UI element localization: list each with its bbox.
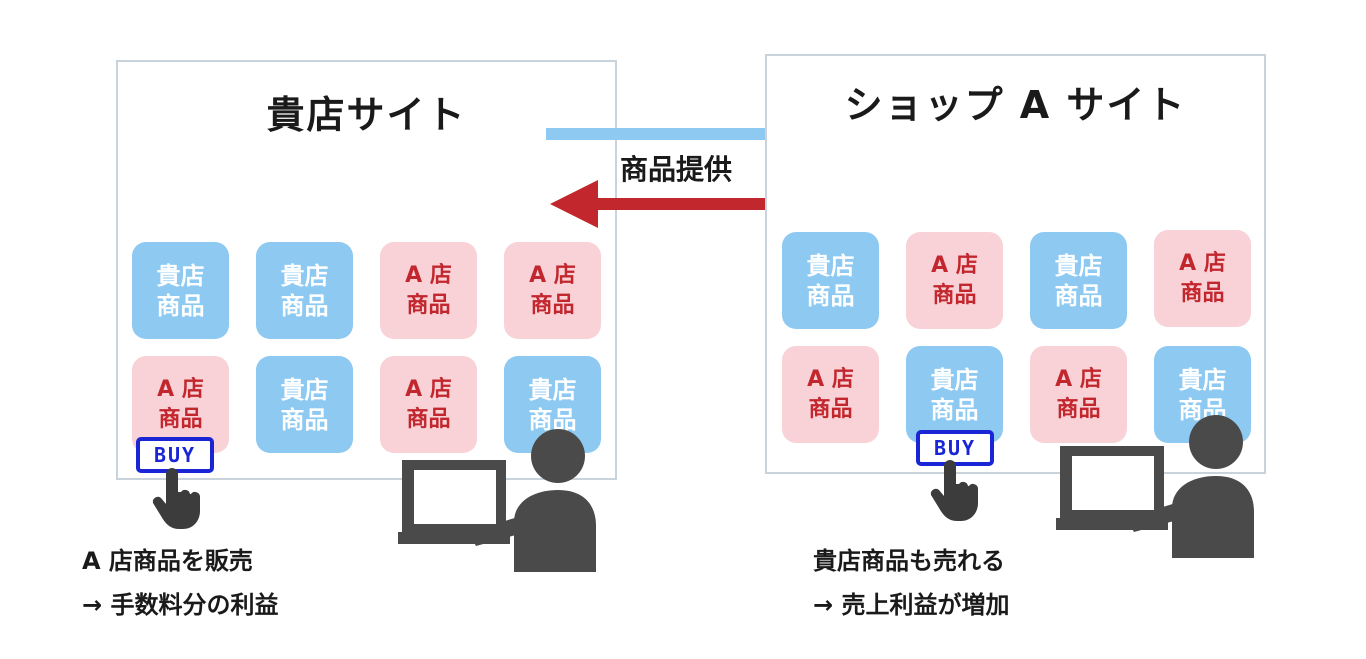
right-buy-button[interactable]: BUY <box>916 430 994 466</box>
tile-line1: A 店 <box>931 252 978 278</box>
tile-line1: A 店 <box>157 376 204 402</box>
tile-line1: 貴店 <box>280 261 329 290</box>
right-tile-7: A 店商品 <box>1030 346 1127 443</box>
tile-line1: 貴店 <box>930 365 979 394</box>
tile-line1: 貴店 <box>806 251 855 280</box>
left-caption-line2: → 手数料分の利益 <box>82 591 279 619</box>
right-tile-5: A 店商品 <box>782 346 879 443</box>
tile-line2: 商品 <box>280 405 329 434</box>
tile-line1: A 店 <box>1179 250 1226 276</box>
tile-line2: 商品 <box>1180 280 1225 306</box>
tile-line1: 貴店 <box>1178 365 1227 394</box>
tile-line1: A 店 <box>405 262 452 288</box>
right-caption-line1: 貴店商品も売れる <box>813 547 1005 575</box>
tile-line1: A 店 <box>529 262 576 288</box>
tile-line1: A 店 <box>807 366 854 392</box>
left-tile-6: 貴店商品 <box>256 356 353 453</box>
right-tile-6: 貴店商品 <box>906 346 1003 443</box>
tile-line2: 商品 <box>528 405 577 434</box>
tile-line2: 商品 <box>406 406 451 432</box>
tile-line2: 商品 <box>1054 281 1103 310</box>
tile-line1: 貴店 <box>528 375 577 404</box>
left-tile-2: 貴店商品 <box>256 242 353 339</box>
tile-line2: 商品 <box>530 292 575 318</box>
tile-line2: 商品 <box>806 281 855 310</box>
right-tile-4: A 店商品 <box>1154 230 1251 327</box>
left-caption-line1: A 店商品を販売 <box>82 547 253 575</box>
tile-line2: 商品 <box>406 292 451 318</box>
tile-line2: 商品 <box>930 395 979 424</box>
pointing-hand-icon <box>152 468 200 529</box>
right-site-title: ショップ A サイト <box>844 83 1187 127</box>
tile-line2: 商品 <box>156 291 205 320</box>
left-tile-3: A 店商品 <box>380 242 477 339</box>
left-tile-4: A 店商品 <box>504 242 601 339</box>
tile-line1: A 店 <box>405 376 452 402</box>
flow-label: 商品提供 <box>620 153 733 186</box>
right-caption-line2: → 売上利益が増加 <box>813 591 1010 619</box>
tile-line2: 商品 <box>932 282 977 308</box>
tile-line1: 貴店 <box>280 375 329 404</box>
tile-line2: 商品 <box>280 291 329 320</box>
left-tile-7: A 店商品 <box>380 356 477 453</box>
tile-line1: 貴店 <box>156 261 205 290</box>
right-tile-2: A 店商品 <box>906 232 1003 329</box>
pointing-hand-icon <box>930 460 978 521</box>
right-tile-3: 貴店商品 <box>1030 232 1127 329</box>
left-tile-5: A 店商品 <box>132 356 229 453</box>
tile-line2: 商品 <box>808 396 853 422</box>
left-site-title: 貴店サイト <box>266 93 467 137</box>
left-buy-button[interactable]: BUY <box>136 437 214 473</box>
left-tile-1: 貴店商品 <box>132 242 229 339</box>
person-with-laptop-icon <box>398 429 596 572</box>
right-tile-1: 貴店商品 <box>782 232 879 329</box>
tile-line2: 商品 <box>158 406 203 432</box>
tile-line1: 貴店 <box>1054 251 1103 280</box>
tile-line2: 商品 <box>1056 396 1101 422</box>
tile-line1: A 店 <box>1055 366 1102 392</box>
person-with-laptop-icon <box>1056 415 1254 558</box>
